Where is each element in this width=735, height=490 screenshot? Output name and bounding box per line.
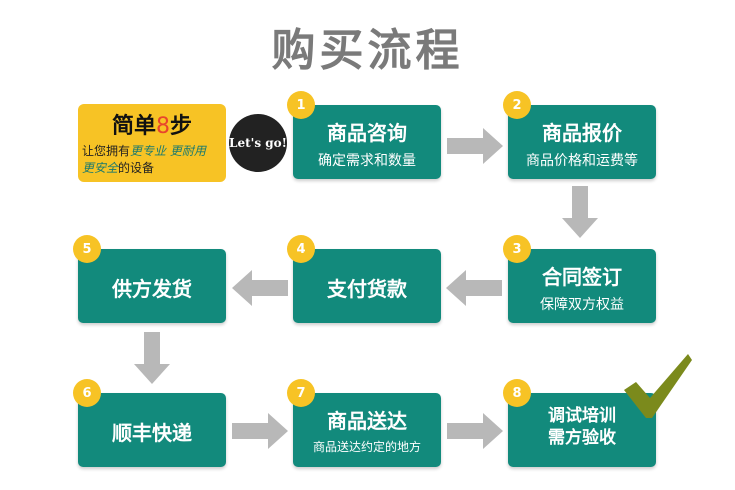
arrow-left-icon — [446, 270, 502, 306]
intro-heading: 简单8步 — [111, 114, 193, 139]
step-badge-2: 2 — [503, 91, 531, 119]
step-6: 顺丰快递 — [78, 393, 226, 467]
step-badge-7: 7 — [287, 379, 315, 407]
checkmark-icon — [624, 354, 692, 418]
step-8: 调试培训需方验收 — [508, 393, 656, 467]
step-4: 支付货款 — [293, 249, 441, 323]
step-2: 商品报价商品价格和运费等 — [508, 105, 656, 179]
step-badge-8: 8 — [503, 379, 531, 407]
step-badge-4: 4 — [287, 235, 315, 263]
step-badge-5: 5 — [73, 235, 101, 263]
step-7: 商品送达商品送达约定的地方 — [293, 393, 441, 467]
step-3: 合同签订保障双方权益 — [508, 249, 656, 323]
arrow-right-icon — [232, 413, 288, 449]
intro-banner: 简单8步 让您拥有更专业 更耐用 更安全的设备 — [78, 104, 226, 182]
step-badge-6: 6 — [73, 379, 101, 407]
arrow-right-icon — [447, 413, 503, 449]
page-title: 购买流程 — [271, 25, 464, 76]
step-1: 商品咨询确定需求和数量 — [293, 105, 441, 179]
arrow-right-icon — [447, 128, 503, 164]
intro-line-1: 让您拥有更专业 更耐用 — [82, 144, 206, 158]
step-5: 供方发货 — [78, 249, 226, 323]
lets-go-badge: Let's go! — [229, 114, 287, 172]
step-badge-1: 1 — [287, 91, 315, 119]
arrow-down-icon — [134, 332, 170, 384]
arrow-down-icon — [562, 186, 598, 238]
step-badge-3: 3 — [503, 235, 531, 263]
arrow-left-icon — [232, 270, 288, 306]
intro-line-2: 更安全的设备 — [82, 161, 155, 175]
